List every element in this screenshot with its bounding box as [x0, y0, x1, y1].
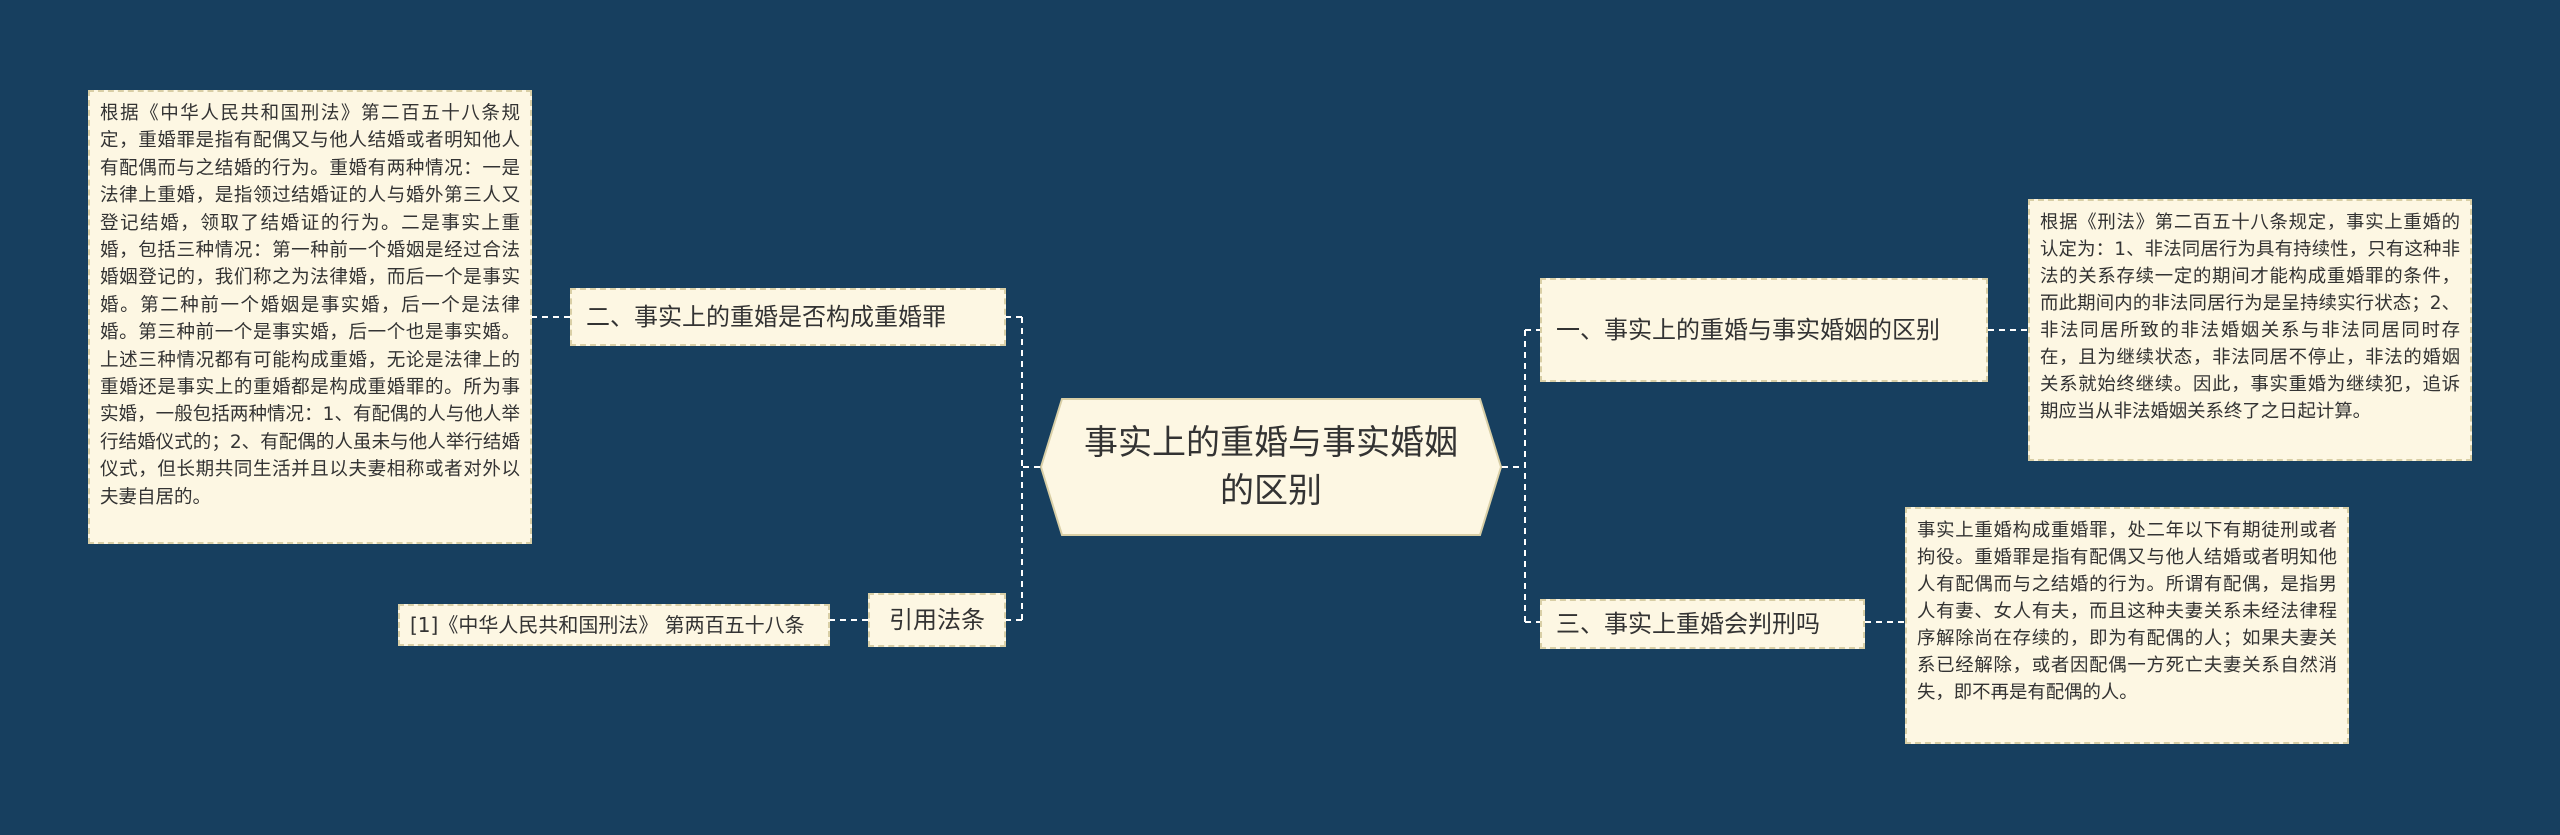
branch-citations[interactable]: 引用法条 [868, 593, 1006, 647]
leaf-sentencing-detail: 事实上重婚构成重婚罪，处二年以下有期徒刑或者拘役。重婚罪是指有配偶又与他人结婚或… [1905, 507, 2349, 744]
leaf-bigamy-crime-detail: 根据《中华人民共和国刑法》第二百五十八条规定，重婚罪是指有配偶又与他人结婚或者明… [88, 90, 532, 544]
leaf-citation-text: [1]《中华人民共和国刑法》 第两百五十八条 [410, 613, 805, 637]
branch-difference-label: 一、事实上的重婚与事实婚姻的区别 [1556, 316, 1940, 344]
leaf-citation-item[interactable]: [1]《中华人民共和国刑法》 第两百五十八条 [398, 604, 830, 646]
branch-sentencing-label: 三、事实上重婚会判刑吗 [1556, 610, 1820, 638]
central-topic-title: 事实上的重婚与事实婚姻的区别 [1084, 423, 1458, 511]
central-topic-shape [1040, 398, 1502, 536]
branch-difference[interactable]: 一、事实上的重婚与事实婚姻的区别 [1540, 278, 1988, 382]
leaf-difference-text: 根据《刑法》第二百五十八条规定，事实上重婚的认定为：1、非法同居行为具有持续性，… [2040, 212, 2460, 422]
branch-citations-label: 引用法条 [889, 606, 985, 634]
leaf-bigamy-crime-text: 根据《中华人民共和国刑法》第二百五十八条规定，重婚罪是指有配偶又与他人结婚或者明… [100, 103, 520, 508]
branch-bigamy-crime-label: 二、事实上的重婚是否构成重婚罪 [586, 303, 946, 331]
branch-sentencing[interactable]: 三、事实上重婚会判刑吗 [1540, 599, 1865, 649]
leaf-difference-detail: 根据《刑法》第二百五十八条规定，事实上重婚的认定为：1、非法同居行为具有持续性，… [2028, 199, 2472, 461]
central-topic[interactable]: 事实上的重婚与事实婚姻的区别 [1040, 398, 1502, 536]
leaf-sentencing-text: 事实上重婚构成重婚罪，处二年以下有期徒刑或者拘役。重婚罪是指有配偶又与他人结婚或… [1917, 520, 2337, 703]
branch-bigamy-crime[interactable]: 二、事实上的重婚是否构成重婚罪 [570, 288, 1006, 346]
